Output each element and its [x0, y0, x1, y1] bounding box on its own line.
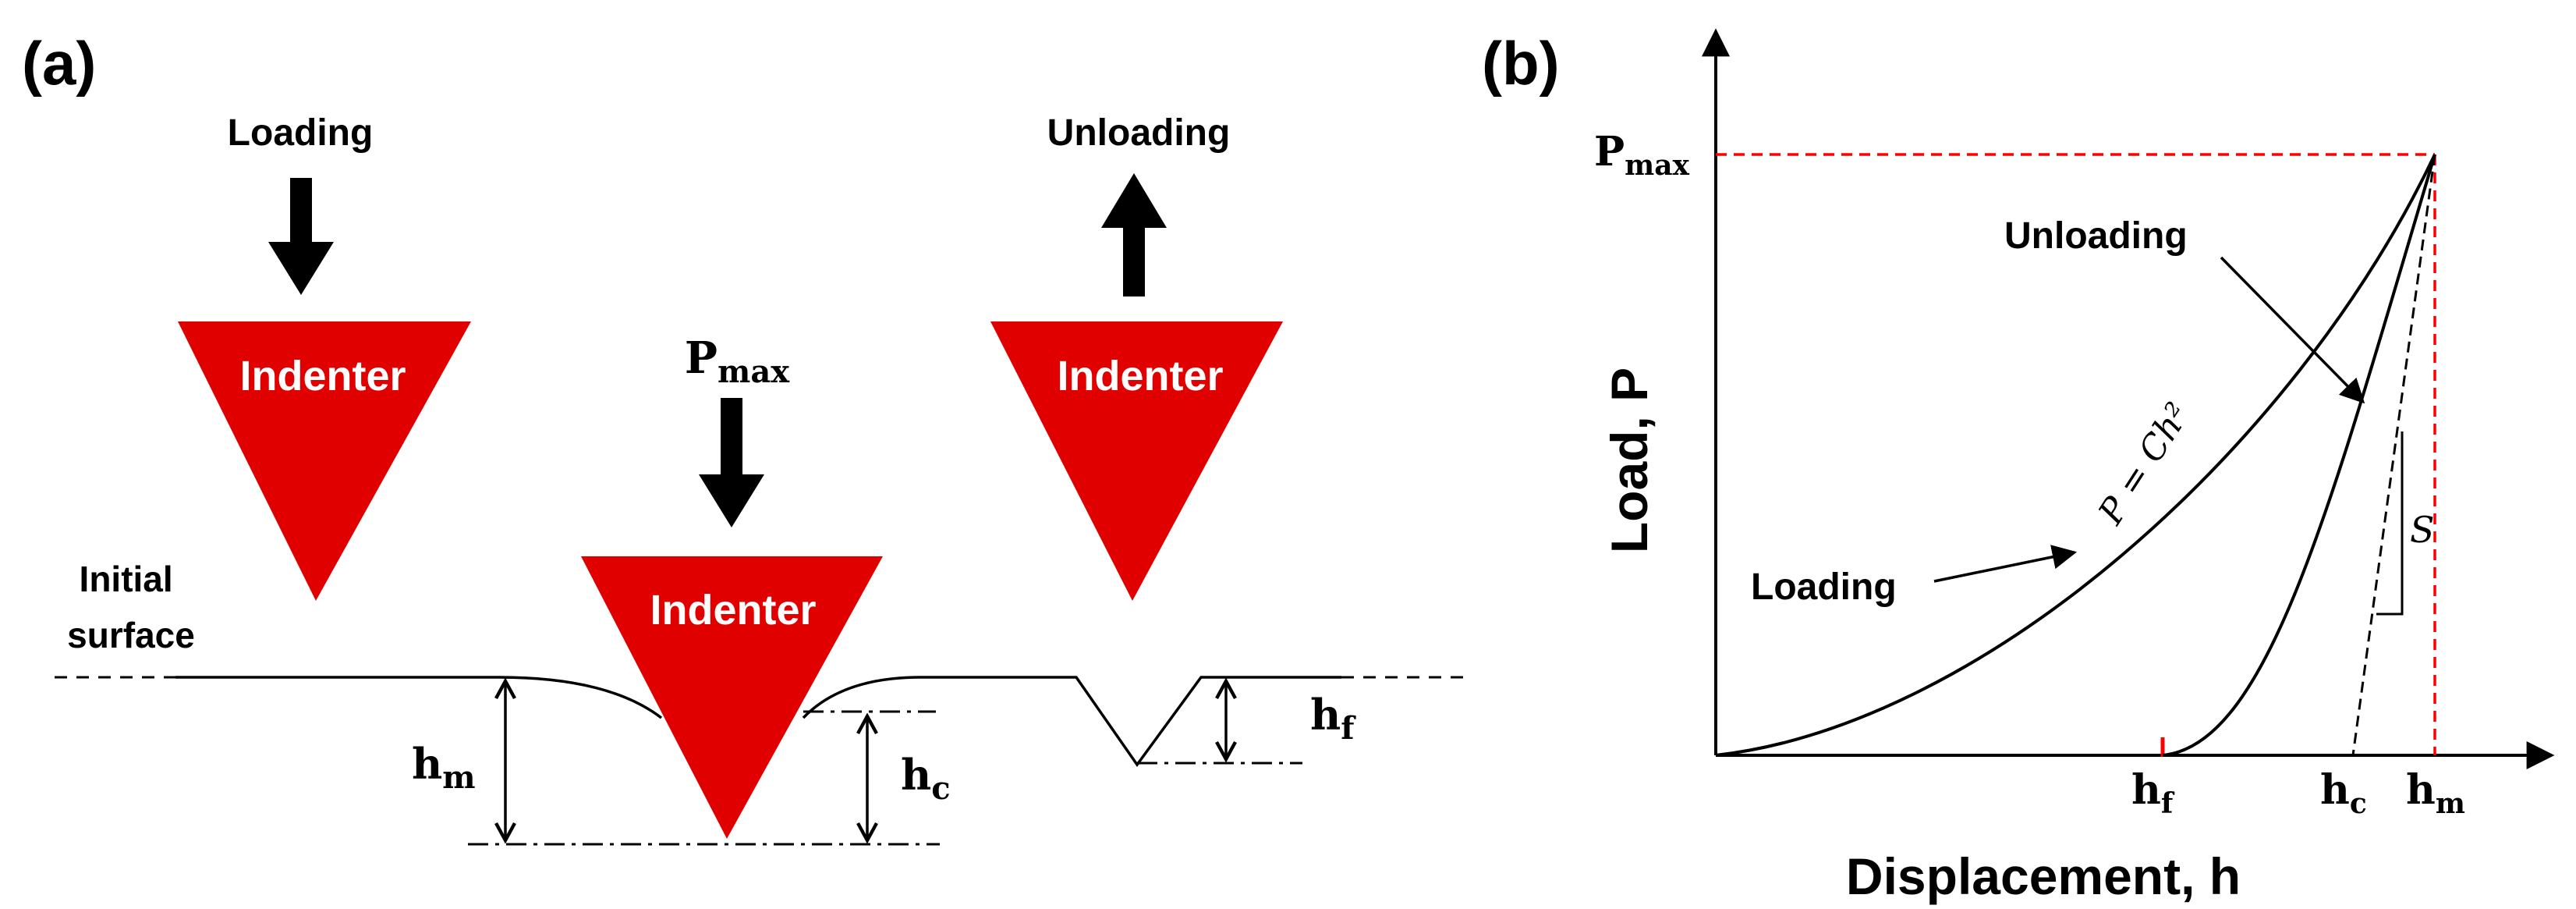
hm-label-a: hm — [412, 739, 476, 796]
unloading-label-b: Unloading — [2004, 215, 2188, 257]
pmax-label-a: Pmax — [685, 332, 790, 390]
y-axis-label: Load, P — [1600, 368, 1658, 553]
loading-pointer — [1933, 545, 2078, 583]
panel-a-label: (a) — [22, 29, 96, 98]
hf-label-b: hf — [2131, 766, 2175, 820]
panel-a: (a) Loading Indenter Pmax Indenter Unloa… — [22, 29, 1466, 846]
loading-curve — [1715, 154, 2436, 757]
loading-equation: P = Ch² — [2090, 396, 2198, 532]
indenter-left-label: Indenter — [239, 353, 406, 399]
hf-label-a: hf — [1310, 690, 1356, 747]
indenter-center — [581, 556, 883, 839]
panel-b: (b) Load, P Displacement, h Pmax S P = C… — [1482, 28, 2555, 905]
unloading-arrow — [1101, 173, 1167, 296]
panel-b-label: (b) — [1482, 29, 1560, 98]
stiffness-triangle — [2376, 431, 2404, 616]
pmax-arrow — [699, 398, 764, 527]
indenter-left — [178, 321, 471, 601]
hc-label-a: hc — [901, 750, 951, 807]
loading-label-b: Loading — [1751, 566, 1897, 608]
unloading-curve — [2162, 154, 2436, 757]
pmax-label-b: Pmax — [1594, 128, 1690, 182]
indenter-right-label: Indenter — [1057, 353, 1223, 399]
stiffness-label: S — [2410, 509, 2435, 551]
unloading-pointer — [2220, 256, 2365, 404]
initial-surface-label: Initial surface — [67, 559, 195, 655]
loading-arrow — [268, 178, 334, 295]
tangent-line — [2351, 154, 2436, 756]
indenter-center-label: Indenter — [650, 587, 816, 634]
unloading-label: Unloading — [1047, 112, 1231, 154]
loading-label: Loading — [228, 112, 374, 154]
x-axis-label: Displacement, h — [1846, 847, 2241, 905]
hm-label-b: hm — [2406, 766, 2465, 820]
hc-label-b: hc — [2320, 766, 2367, 820]
indenter-right — [990, 321, 1283, 601]
deformed-surface — [175, 676, 1341, 768]
